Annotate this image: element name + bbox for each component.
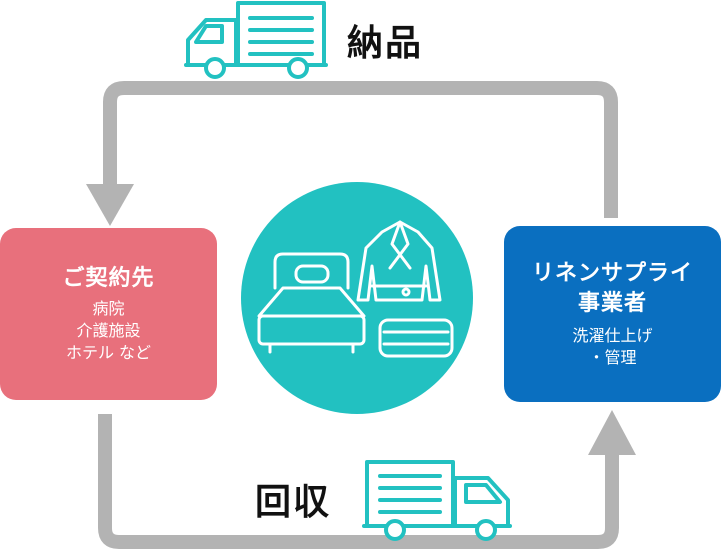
down-arrowhead [86, 184, 134, 226]
supplier-title: リネンサプライ 事業者 [532, 259, 693, 319]
supplier-title-line-1: リネンサプライ [531, 261, 693, 286]
bottom-forward-arrow-path [98, 414, 619, 549]
supplier-line-management: ・管理 [588, 348, 637, 367]
top-return-arrow-path [103, 81, 618, 218]
delivery-label: 納品 [347, 23, 424, 64]
supplier-details: 洗濯仕上げ ・管理 [572, 325, 652, 369]
client-box: ご契約先 病院 介護施設 ホテル など [0, 228, 217, 400]
collection-label: 回収 [255, 482, 332, 523]
client-line-care-facility: 介護施設 [76, 321, 141, 340]
up-arrowhead [588, 410, 636, 455]
client-title: ご契約先 [62, 266, 155, 291]
bathrobe-icon [356, 220, 442, 302]
client-line-hotel: ホテル など [65, 343, 152, 362]
supplier-line-laundry: 洗濯仕上げ [572, 326, 653, 345]
supplier-box: リネンサプライ 事業者 洗濯仕上げ ・管理 [504, 226, 721, 402]
bed-icon [257, 252, 366, 354]
client-line-hospital: 病院 [92, 299, 125, 318]
supplier-title-line-2: 事業者 [577, 291, 647, 316]
client-details: 病院 介護施設 ホテル など [66, 298, 151, 364]
folded-towel-icon [378, 318, 454, 358]
